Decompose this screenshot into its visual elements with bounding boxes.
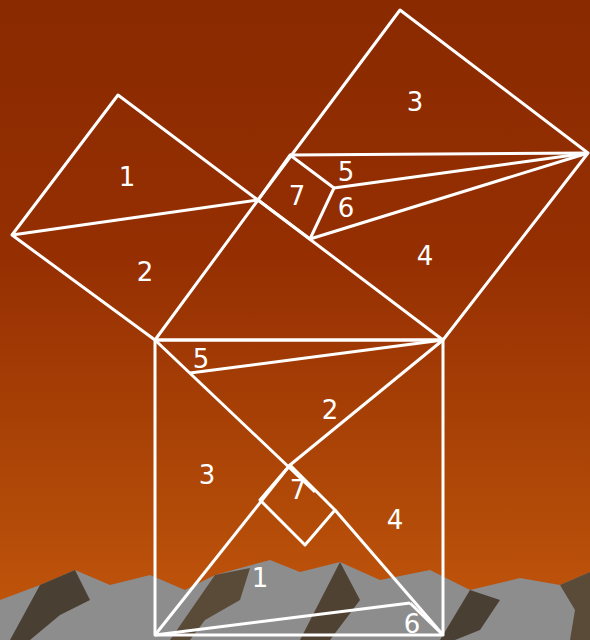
- piece-number: 4: [387, 507, 404, 533]
- figure-lines: [12, 10, 588, 635]
- piece-number: 1: [252, 565, 269, 591]
- piece-number: 1: [119, 164, 136, 190]
- piece-number: 6: [404, 611, 421, 637]
- piece-number: 3: [199, 462, 216, 488]
- piece-number: 5: [193, 346, 210, 372]
- piece-number: 3: [407, 89, 424, 115]
- piece-number: 7: [290, 477, 307, 503]
- piece-number: 2: [322, 397, 339, 423]
- piece-number: 6: [338, 195, 355, 221]
- right-square: [258, 10, 588, 340]
- piece-number: 7: [289, 183, 306, 209]
- piece-number: 5: [338, 159, 355, 185]
- small-square-bottom: [260, 465, 335, 545]
- hypotenuse-square: [155, 340, 443, 635]
- left-square: [12, 95, 258, 340]
- piece-number: 2: [137, 259, 154, 285]
- small-square: [258, 155, 334, 239]
- mountains: [0, 560, 590, 640]
- piece-number: 4: [417, 243, 434, 269]
